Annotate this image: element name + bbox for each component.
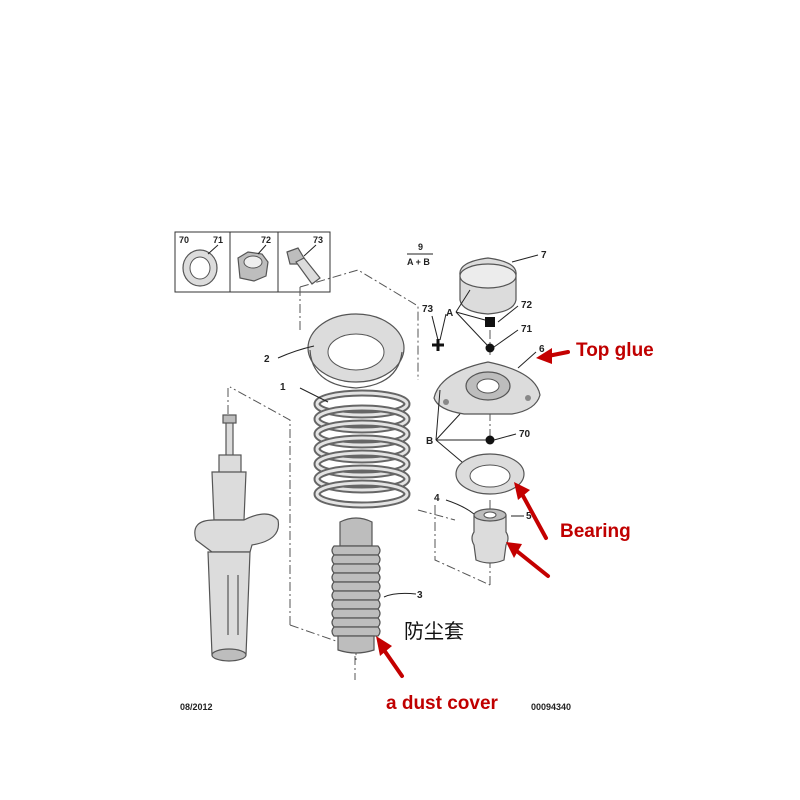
dust-cover-rib: [331, 590, 381, 601]
callout-70: 70: [519, 429, 531, 440]
annotation-bearing: Bearing: [560, 521, 631, 542]
annotation-dust-cover-en: a dust cover: [386, 693, 499, 714]
dust-cover-top: [339, 517, 373, 547]
inset-label-72: 72: [261, 235, 271, 245]
spring-coil-highlight: [315, 481, 409, 507]
annotation-arrows: [376, 348, 570, 678]
group-label-a: A: [446, 308, 453, 319]
group-label-b: B: [426, 436, 433, 447]
dust-cover-rib: [331, 608, 381, 619]
dust-cover-rib: [331, 626, 381, 637]
dust-cover-rib: [331, 617, 381, 628]
spring-coil-highlight: [315, 436, 409, 462]
callout-71: 71: [521, 324, 533, 335]
coil-spring-part: [313, 389, 411, 509]
callout-7: 7: [541, 250, 547, 261]
callout-6: 6: [539, 344, 545, 355]
dust-cover-part: [331, 517, 381, 654]
callout-1: 1: [280, 382, 286, 393]
dust-cover-rib: [331, 599, 381, 610]
spring-coil-highlight: [315, 451, 409, 477]
bearing-ring-part: [455, 453, 525, 495]
dust-cover-rib: [331, 545, 381, 556]
spring-seat-part: [307, 313, 405, 389]
dust-cover-rib: [331, 572, 381, 583]
inset-label-73: 73: [313, 235, 323, 245]
annotation-dust-cover-cn: 防尘套: [404, 619, 464, 643]
footer-date-code: 08/2012: [180, 702, 213, 712]
dust-cover-rib: [331, 581, 381, 592]
annotation-top-glue: Top glue: [576, 340, 654, 361]
spring-coil-highlight: [315, 421, 409, 447]
arrow-bearing-icon: [520, 492, 548, 540]
inset-label-71: 71: [213, 235, 223, 245]
arrow-dust-cover-icon: [382, 648, 404, 678]
top-cap-part: [459, 257, 517, 315]
axis-markers: [432, 317, 495, 445]
inset-label-70: 70: [179, 235, 189, 245]
bump-stop-part: [471, 508, 509, 564]
arrow-bump-stop-icon: [516, 550, 550, 578]
callout-72: 72: [521, 300, 533, 311]
spring-coil-highlight: [315, 466, 409, 492]
formula-index: 9: [418, 242, 423, 252]
dust-cover-base: [337, 635, 375, 654]
footer-diagram-code: 00094340: [531, 702, 571, 712]
callout-2: 2: [264, 354, 270, 365]
callout-3: 3: [417, 590, 423, 601]
callout-5: 5: [526, 511, 532, 522]
dust-cover-rib: [331, 554, 381, 565]
formula-expression: A + B: [407, 257, 430, 267]
strut-body: [194, 414, 280, 662]
callouts: 1 2 3 4 7 72 71 6 70 5 73 A B 9 A: [264, 242, 547, 601]
parts-inset-box: 70 71 72 73: [174, 231, 331, 293]
callout-73: 73: [422, 304, 434, 315]
top-mount-part: [433, 361, 541, 415]
callout-4: 4: [434, 493, 440, 504]
dust-cover-rib: [331, 563, 381, 574]
spring-coil-highlight: [315, 406, 409, 432]
spring-coil-highlight: [315, 391, 409, 417]
